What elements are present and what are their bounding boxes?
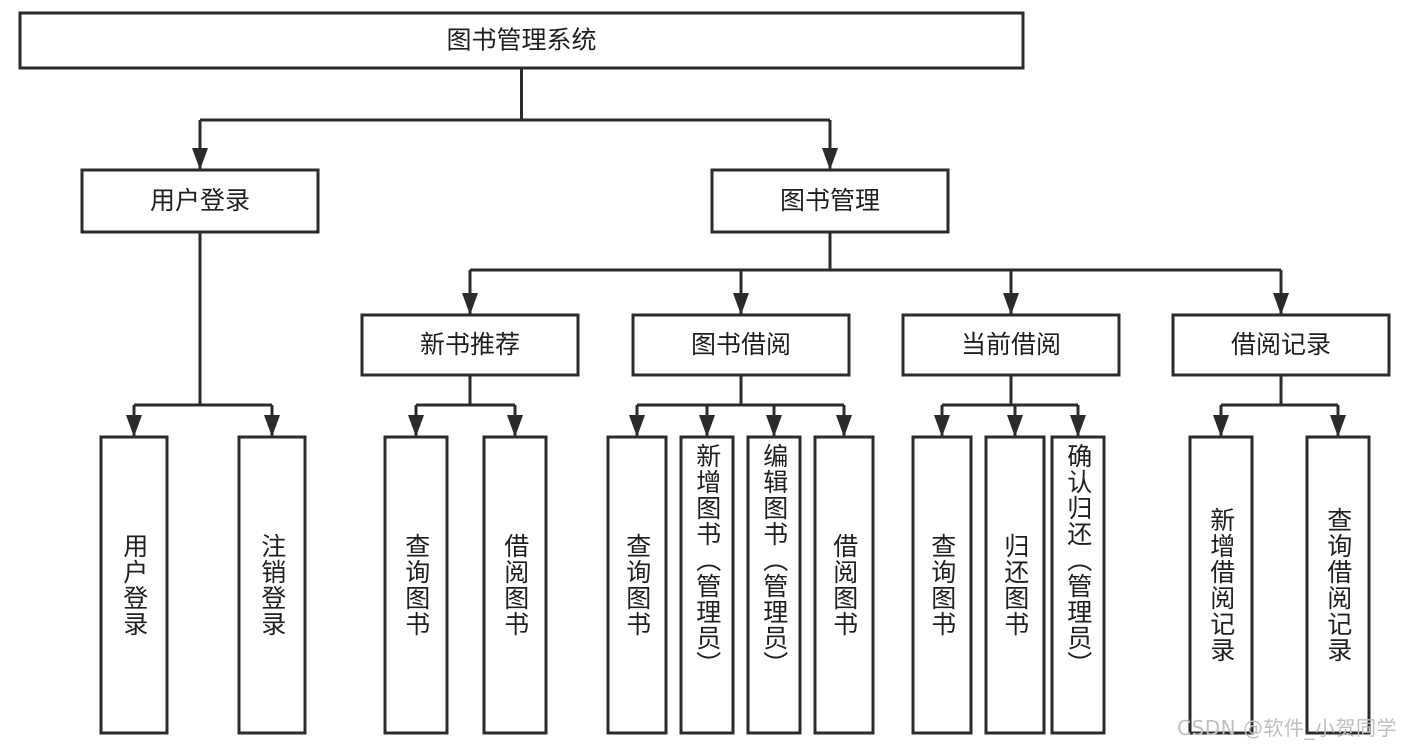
node-box-leaf-6[interactable] [746, 435, 802, 735]
node-label-root: 图书管理系统 [446, 26, 596, 55]
node-box-root[interactable] [18, 11, 1025, 70]
node-box-level2-0[interactable] [80, 168, 320, 234]
node-box-leaf-11[interactable] [1188, 435, 1254, 735]
node-box-leaf-12[interactable] [1305, 435, 1371, 735]
node-box-leaf-8[interactable] [911, 435, 973, 735]
arrowhead-level2-0 [192, 148, 208, 170]
node-box-leaf-10[interactable] [1050, 435, 1106, 735]
node-label-level3-3: 借阅记录 [1231, 330, 1331, 359]
arrowhead-leaf-0 [126, 415, 142, 437]
arrowhead-leaf-2 [408, 415, 424, 437]
node-box-level3-1[interactable] [631, 313, 851, 377]
node-box-leaf-5[interactable] [679, 435, 735, 735]
arrowhead-leaf-7 [836, 415, 852, 437]
node-box-level3-3[interactable] [1171, 313, 1391, 377]
arrowhead-leaf-5 [699, 415, 715, 437]
boxes-layer [18, 11, 1391, 735]
arrowhead-leaf-9 [1007, 415, 1023, 437]
connectors-layer [126, 68, 1346, 437]
node-label-level2-1: 图书管理 [780, 186, 880, 215]
arrowhead-leaf-4 [629, 415, 645, 437]
arrowhead-level3-2 [1003, 293, 1019, 315]
node-box-leaf-1[interactable] [237, 435, 307, 735]
watermark: CSDN @软件_小贺同学 [1177, 716, 1397, 740]
arrowhead-leaf-1 [264, 415, 280, 437]
node-label-level3-1: 图书借阅 [691, 330, 791, 359]
node-label-level3-2: 当前借阅 [961, 330, 1061, 359]
arrowhead-leaf-6 [766, 415, 782, 437]
arrowhead-level3-0 [462, 293, 478, 315]
node-box-leaf-4[interactable] [606, 435, 668, 735]
node-box-level2-1[interactable] [710, 168, 950, 234]
arrowhead-level3-3 [1273, 293, 1289, 315]
node-box-leaf-3[interactable] [482, 435, 548, 735]
arrowhead-level2-1 [822, 148, 838, 170]
node-box-leaf-0[interactable] [99, 435, 169, 735]
node-box-leaf-2[interactable] [383, 435, 449, 735]
arrowhead-leaf-10 [1070, 415, 1086, 437]
arrowhead-leaf-3 [507, 415, 523, 437]
node-box-level3-2[interactable] [901, 313, 1121, 377]
node-label-level3-0: 新书推荐 [420, 330, 520, 359]
arrowhead-leaf-12 [1330, 415, 1346, 437]
node-label-level2-0: 用户登录 [150, 186, 250, 215]
arrowhead-level3-1 [733, 293, 749, 315]
arrowhead-leaf-11 [1213, 415, 1229, 437]
node-box-level3-0[interactable] [360, 313, 580, 377]
arrowhead-leaf-8 [934, 415, 950, 437]
node-box-leaf-7[interactable] [813, 435, 875, 735]
node-box-leaf-9[interactable] [984, 435, 1046, 735]
